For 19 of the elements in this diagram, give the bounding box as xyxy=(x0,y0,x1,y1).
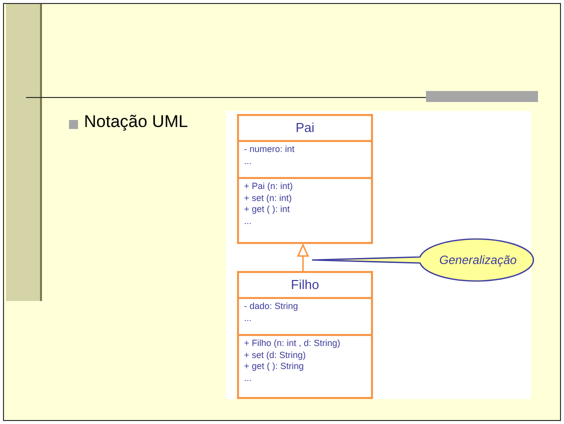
class-box xyxy=(237,271,373,399)
method-text: ... xyxy=(244,216,252,227)
callout-text: Generalização xyxy=(439,253,517,267)
method-text: + set (n: int) xyxy=(244,192,292,204)
attribute-text: - dado: String xyxy=(244,301,298,312)
bullet-text: Notação UML xyxy=(84,112,188,132)
method-text: ... xyxy=(244,372,252,384)
method-text: + get ( ): String xyxy=(244,361,304,372)
attribute-text: ... xyxy=(244,312,252,324)
attribute-text: - numero: int xyxy=(244,144,295,156)
attribute-text: ... xyxy=(244,156,252,167)
method-text: + Pai (n: int) xyxy=(244,181,293,192)
method-text: + Filho (n: int , d: String) xyxy=(244,338,340,350)
class-box xyxy=(237,114,373,244)
generalization-arrow xyxy=(297,244,309,271)
method-text: + get ( ): int xyxy=(244,204,290,216)
class-name: Pai xyxy=(296,120,314,135)
method-text: + set (d: String) xyxy=(244,350,306,361)
class-name: Filho xyxy=(290,277,320,292)
